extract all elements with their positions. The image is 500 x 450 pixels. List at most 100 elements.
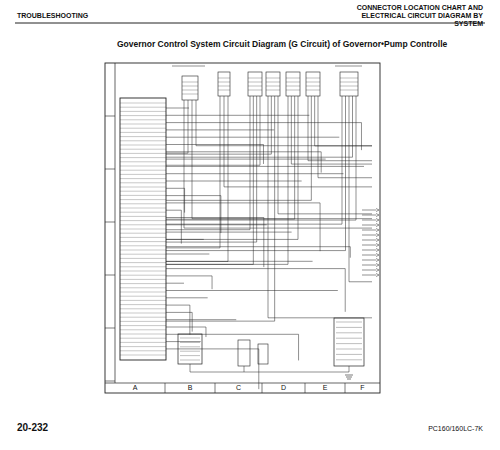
terminal-row bbox=[120, 229, 166, 230]
terminal-row bbox=[120, 199, 166, 200]
wire bbox=[362, 225, 376, 226]
wire bbox=[166, 341, 201, 342]
connector-pin bbox=[248, 90, 262, 91]
wire bbox=[278, 96, 279, 214]
connector-pin bbox=[306, 86, 320, 87]
terminal-arrow bbox=[376, 264, 379, 267]
wire bbox=[166, 319, 236, 320]
wire bbox=[196, 100, 197, 146]
wire bbox=[166, 154, 271, 155]
terminal-row bbox=[120, 191, 166, 192]
wire bbox=[224, 96, 225, 187]
wire bbox=[166, 250, 346, 251]
connector bbox=[248, 72, 262, 96]
grid-letter: E bbox=[323, 384, 328, 392]
wire bbox=[166, 195, 221, 196]
wire bbox=[166, 224, 267, 225]
terminal-row bbox=[120, 346, 166, 347]
terminal-row bbox=[120, 266, 166, 267]
grid-tick bbox=[105, 328, 115, 329]
grid-letter: F bbox=[360, 384, 364, 392]
terminal-arrow bbox=[376, 214, 379, 217]
grid-tick bbox=[165, 383, 166, 393]
wire bbox=[166, 305, 190, 306]
bracket bbox=[172, 66, 205, 67]
terminal-row bbox=[120, 233, 166, 234]
header-rule bbox=[15, 23, 485, 24]
wire bbox=[184, 100, 185, 228]
ground-symbol bbox=[347, 379, 351, 380]
grid-letter: D bbox=[281, 384, 286, 392]
terminal-row bbox=[120, 342, 166, 343]
wire bbox=[362, 250, 376, 251]
terminal-row bbox=[120, 119, 166, 120]
terminal-row bbox=[120, 161, 166, 162]
terminal-row bbox=[120, 107, 166, 108]
model-name: PC160/160LC-7K bbox=[428, 425, 483, 433]
connector-pin bbox=[248, 78, 262, 79]
wire bbox=[166, 229, 250, 230]
connector-pin bbox=[266, 82, 280, 83]
connector-pin bbox=[218, 78, 230, 79]
section-name: TROUBLESHOOTING bbox=[17, 12, 88, 20]
terminal-row bbox=[120, 224, 166, 225]
terminal-row bbox=[120, 153, 166, 154]
wire bbox=[166, 327, 206, 328]
wire bbox=[352, 96, 353, 157]
wire bbox=[314, 96, 315, 146]
terminal-row bbox=[120, 182, 166, 183]
terminal-row bbox=[120, 304, 166, 305]
wire bbox=[166, 297, 208, 298]
terminal-row bbox=[120, 245, 166, 246]
wire bbox=[166, 151, 321, 152]
terminal-arrow bbox=[376, 234, 379, 237]
grid-tick bbox=[105, 169, 115, 170]
wire bbox=[362, 210, 376, 211]
wire bbox=[308, 96, 309, 161]
connector-pin bbox=[306, 90, 320, 91]
terminal-row bbox=[120, 203, 166, 204]
wire bbox=[244, 366, 245, 372]
wire bbox=[278, 213, 372, 214]
wire bbox=[350, 247, 351, 258]
fuse bbox=[180, 338, 200, 339]
grid-strip bbox=[105, 383, 380, 384]
terminal-row bbox=[120, 145, 166, 146]
terminal-row bbox=[120, 338, 166, 339]
terminal-row bbox=[120, 195, 166, 196]
wire bbox=[362, 230, 376, 231]
wire bbox=[260, 96, 261, 165]
connector-pin bbox=[248, 82, 262, 83]
ground-wire bbox=[190, 372, 349, 373]
wire bbox=[362, 270, 376, 271]
wire bbox=[166, 210, 181, 211]
wire bbox=[291, 96, 292, 164]
connector-pin bbox=[286, 82, 300, 83]
terminal-row bbox=[120, 250, 166, 251]
terminal-row bbox=[120, 237, 166, 238]
wire bbox=[320, 203, 321, 251]
wire bbox=[361, 123, 362, 151]
wire bbox=[308, 160, 372, 161]
grid-letter: C bbox=[236, 384, 241, 392]
connector-pin bbox=[182, 86, 198, 87]
page-number: 20-232 bbox=[17, 422, 48, 434]
fuse bbox=[180, 346, 200, 347]
terminal-row bbox=[120, 271, 166, 272]
terminal-row bbox=[120, 132, 166, 133]
connector bbox=[286, 72, 300, 96]
wire bbox=[166, 157, 353, 158]
wire bbox=[184, 188, 185, 212]
terminal-row bbox=[120, 287, 166, 288]
wire bbox=[192, 312, 193, 331]
wire bbox=[362, 245, 376, 246]
wire bbox=[288, 96, 289, 264]
wire bbox=[166, 239, 204, 240]
wire bbox=[166, 264, 288, 265]
wire bbox=[362, 240, 376, 241]
switch-contact bbox=[336, 327, 362, 328]
connector-pin bbox=[266, 90, 280, 91]
wire bbox=[166, 144, 263, 145]
